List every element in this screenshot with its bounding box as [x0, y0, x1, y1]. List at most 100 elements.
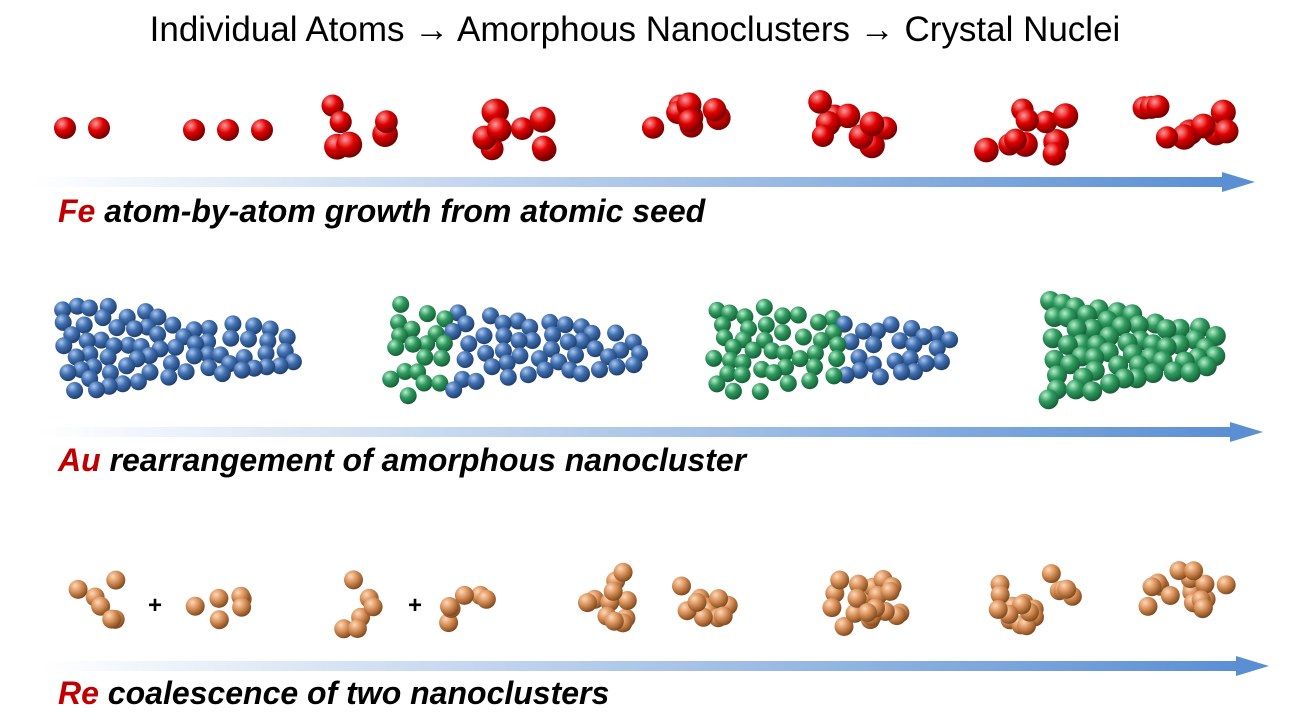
fe-stage-8-atom: [1171, 124, 1197, 150]
au-stage-4-crystal-atom: [1060, 354, 1080, 375]
au-stage-2-crystal-atom: [415, 374, 433, 392]
au-stage-2-amorphous-atom: [556, 316, 574, 334]
au-stage-1-amorphous-atom: [59, 364, 77, 382]
au-stage-3-amorphous-atom: [927, 325, 945, 343]
process-arrow-head-3: [1236, 656, 1269, 676]
fe-stage-6-atom: [811, 124, 834, 147]
au-stage-2-amorphous-atom: [498, 354, 516, 372]
au-stage-2-amorphous-atom: [544, 326, 562, 344]
au-stage-1-amorphous-atom: [257, 345, 275, 362]
re-stage-3-atom: [672, 576, 691, 596]
process-arrow-shaft-2: [38, 427, 1230, 437]
re-stage-2-atom: [440, 597, 459, 616]
au-stage-1-amorphous-atom: [186, 335, 204, 353]
au-stage-1-amorphous-atom: [240, 330, 257, 348]
au-stage-2-amorphous-atom: [586, 340, 604, 358]
au-stage-3-crystal-atom: [708, 375, 726, 393]
au-stage-2-amorphous-atom: [494, 314, 512, 332]
au-stage-3-crystal-atom: [719, 365, 737, 383]
re-stage-3-atom: [578, 593, 597, 613]
diagram-title: Individual Atoms → Amorphous Nanocluster…: [149, 10, 1121, 49]
au-stage-1-amorphous-atom: [66, 382, 84, 399]
au-stage-3-crystal-atom: [774, 324, 791, 341]
re-stage-6-atom: [1216, 575, 1236, 595]
re-stage-4-atom: [858, 603, 877, 622]
au-stage-1-amorphous-atom: [99, 348, 117, 366]
au-stage-3-crystal-atom: [806, 358, 823, 376]
re-element-label: Re: [58, 675, 99, 711]
fe-stage-6-atom: [859, 111, 885, 137]
fe-stage-7-atom: [974, 137, 999, 163]
au-stage-2-amorphous-atom: [543, 340, 560, 358]
au-stage-3-amorphous-atom: [850, 349, 868, 366]
au-stage-2-amorphous-atom: [477, 344, 495, 362]
au-stage-4-crystal-atom: [1156, 319, 1177, 340]
au-stage-1-amorphous-atom: [119, 336, 137, 354]
au-stage-1-amorphous-atom: [118, 357, 136, 375]
fe-stage-5-atom: [678, 109, 702, 133]
au-stage-3-crystal-atom: [705, 349, 723, 367]
au-stage-3-amorphous-atom: [932, 353, 950, 371]
fe-stage-5-atom: [702, 97, 727, 122]
re-description: coalescence of two nanoclusters: [107, 675, 610, 711]
re-stage-4-atom: [849, 574, 868, 594]
atom-clusters: [54, 90, 1239, 639]
re-stage-6-atom: [1195, 574, 1215, 594]
au-stage-2-amorphous-atom: [444, 323, 462, 340]
au-stage-2-amorphous-atom: [573, 332, 591, 350]
re-stage-4-atom: [847, 588, 867, 608]
re-stage-1-atom: [102, 609, 122, 629]
fe-stage-4-atom: [531, 135, 556, 160]
au-stage-1-amorphous-atom: [235, 349, 253, 366]
au-stage-2-crystal-atom: [396, 363, 414, 380]
au-stage-2-amorphous-atom: [521, 318, 539, 336]
au-stage-4-crystal-atom: [1066, 318, 1087, 339]
au-stage-2-crystal-atom: [418, 335, 436, 353]
re-stage-5-atom: [988, 600, 1008, 619]
re-stage-5-atom: [1041, 564, 1061, 584]
au-stage-3-crystal-atom: [791, 350, 809, 368]
re-stage-2-atom: [363, 597, 383, 617]
au-stage-3-crystal-atom: [763, 342, 781, 360]
re-stage-6-atom: [1193, 598, 1213, 618]
process-arrow-shaft-3: [40, 661, 1236, 671]
fe-stage-8-atom: [1210, 99, 1236, 125]
re-stage-1-atom: [185, 596, 205, 616]
au-stage-2-amorphous-atom: [567, 346, 584, 364]
fe-description: atom-by-atom growth from atomic seed: [104, 193, 706, 229]
au-stage-3-amorphous-atom: [905, 363, 923, 381]
au-stage-3-crystal-atom: [825, 367, 843, 385]
fe-stage-1-atom: [88, 117, 110, 139]
au-stage-3-crystal-atom: [810, 313, 827, 331]
au-stage-3-amorphous-atom: [891, 332, 909, 350]
re-stage-6-atom: [1160, 586, 1180, 605]
re-stage-5-atom: [990, 585, 1010, 605]
au-stage-2-crystal-atom: [433, 349, 451, 367]
au-stage-1-amorphous-atom: [177, 363, 195, 381]
au-stage-1-amorphous-atom: [233, 361, 251, 379]
au-stage-3-crystal-atom: [755, 298, 773, 316]
au-stage-1-amorphous-atom: [167, 338, 185, 356]
au-stage-2-amorphous-atom: [460, 335, 478, 353]
au-element-label: Au: [58, 442, 101, 478]
au-stage-2-amorphous-atom: [499, 368, 517, 386]
fe-stage-4-atom: [510, 117, 534, 140]
re-stage-2-atom: [344, 570, 363, 590]
au-stage-3-crystal-atom: [812, 332, 830, 349]
au-stage-3-crystal-atom: [829, 336, 847, 354]
re-stage-6-atom: [1184, 561, 1204, 581]
plus-sign-1: +: [148, 592, 163, 619]
au-stage-1-amorphous-atom: [92, 331, 110, 349]
au-stage-2-amorphous-atom: [608, 358, 626, 376]
re-caption: Re coalescence of two nanoclusters: [58, 675, 609, 712]
au-stage-4-crystal-atom: [1082, 318, 1103, 339]
au-stage-2-crystal-atom: [404, 335, 422, 353]
fe-stage-6-atom: [808, 90, 832, 114]
au-stage-2-amorphous-atom: [519, 366, 537, 384]
au-stage-2-crystal-atom: [435, 334, 453, 352]
fe-stage-7-atom: [1034, 110, 1058, 134]
au-stage-3-crystal-atom: [828, 350, 846, 368]
re-stage-4-atom: [830, 570, 850, 590]
au-stage-1-amorphous-atom: [149, 308, 167, 326]
fe-stage-3-atom: [329, 110, 352, 134]
